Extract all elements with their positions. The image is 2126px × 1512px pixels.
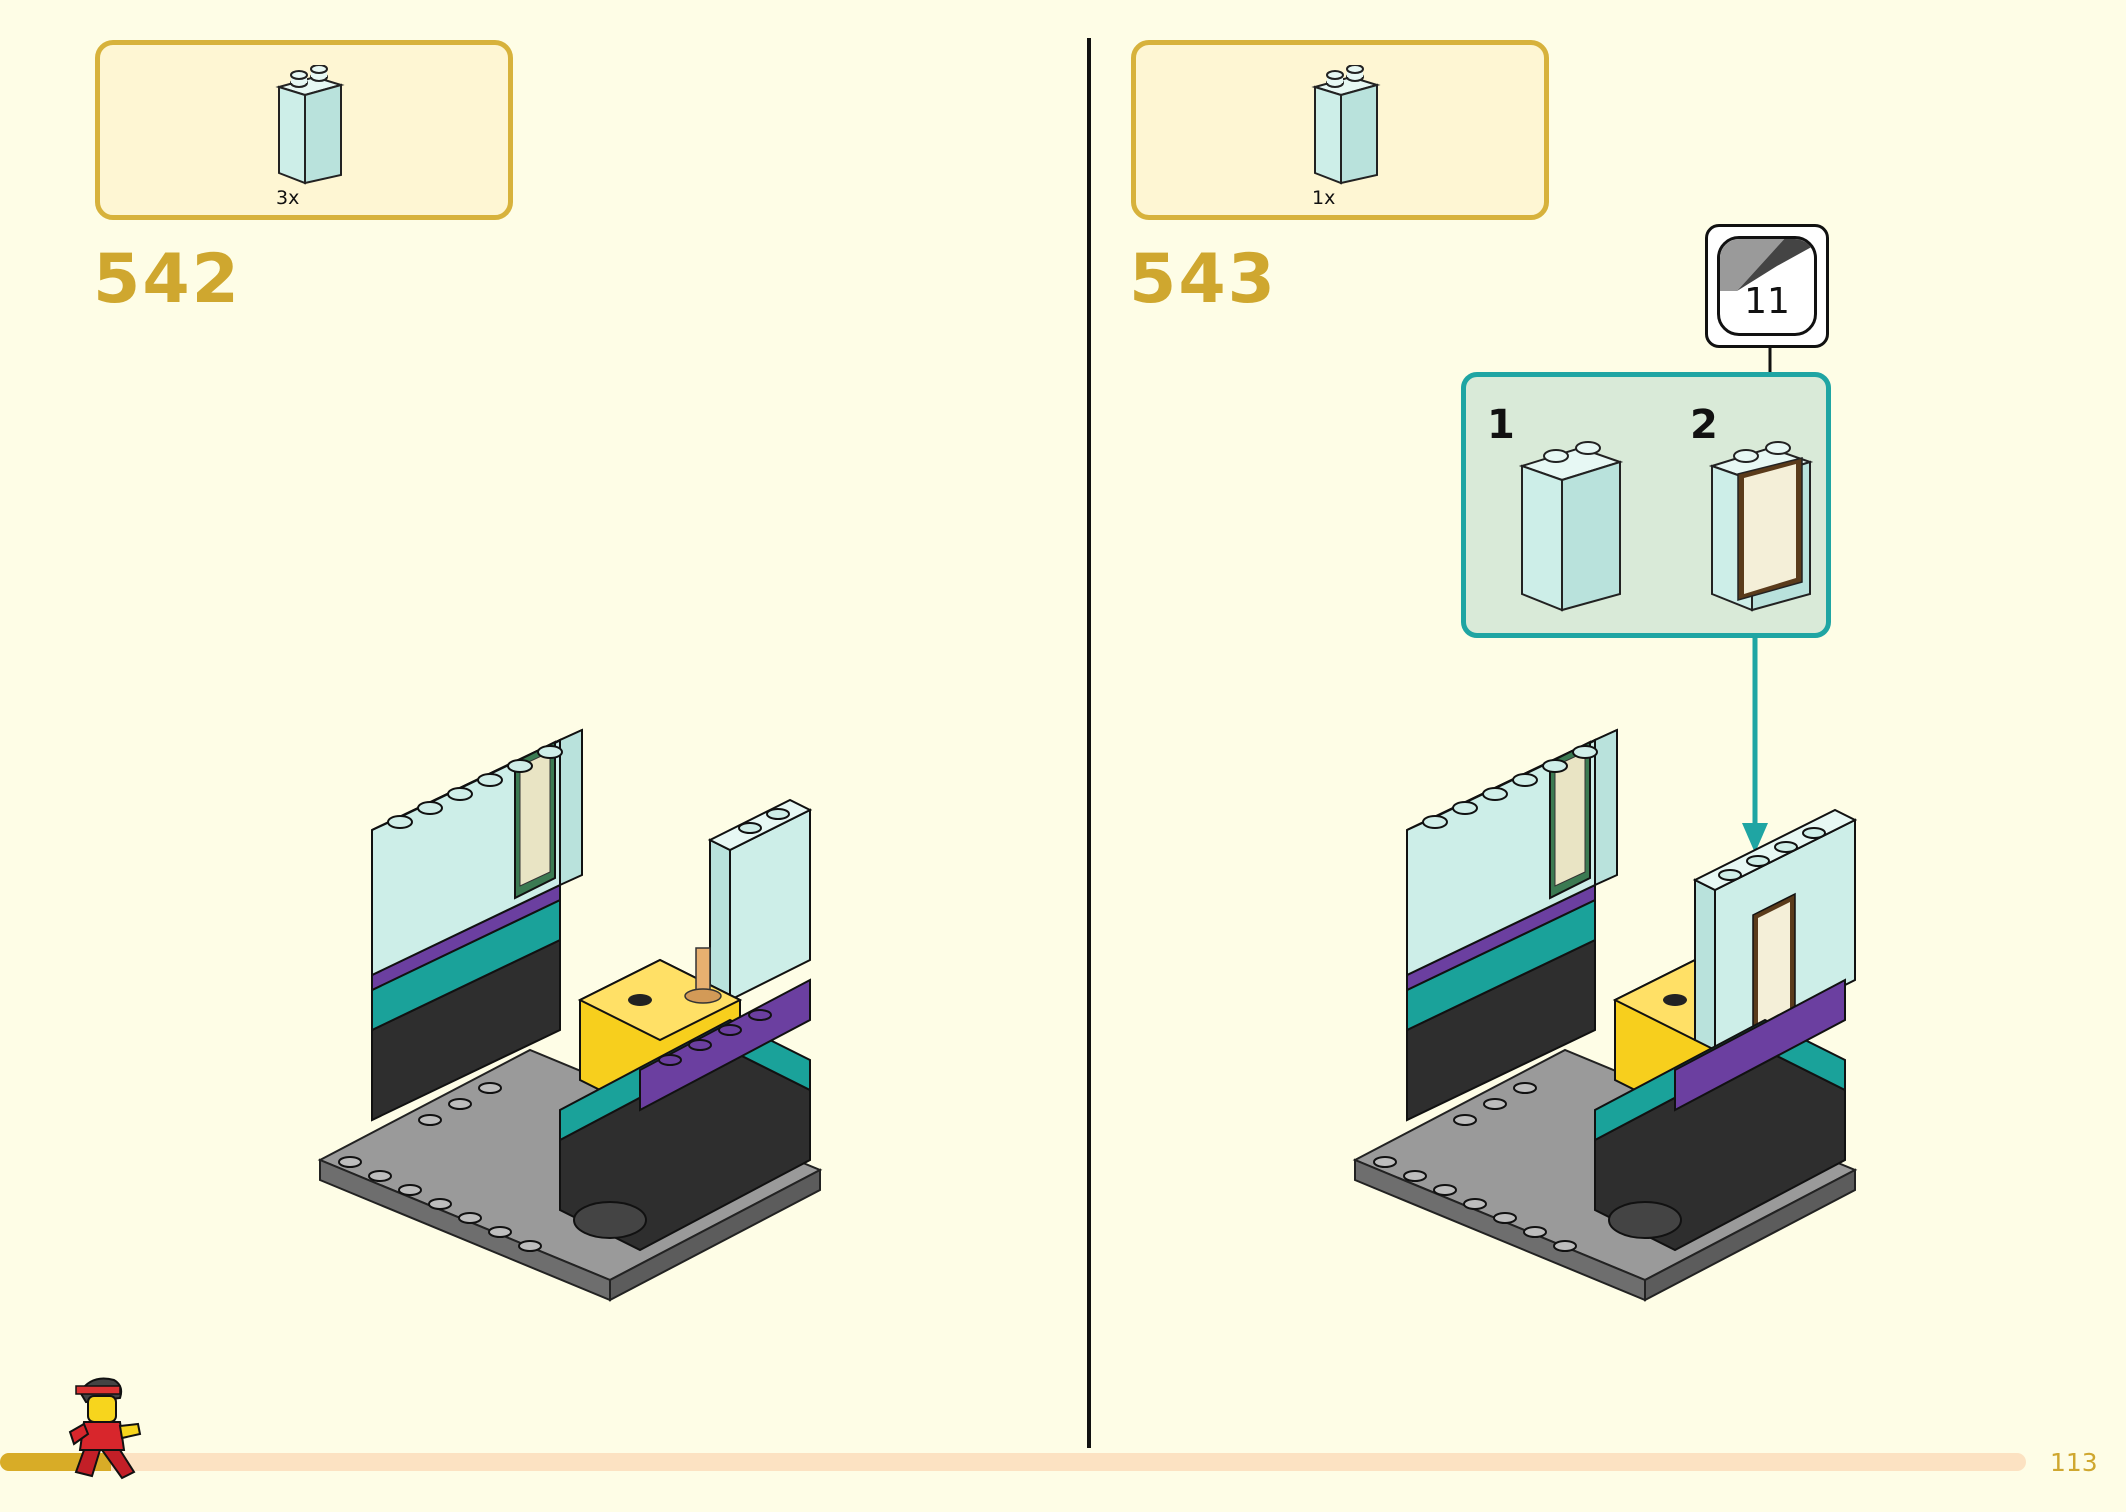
step-number-542: 542	[93, 240, 241, 319]
model-illustration-543	[1352, 728, 1858, 1302]
page-number: 113	[2050, 1448, 2098, 1477]
substep-label-1: 1	[1487, 402, 1515, 448]
running-minifigure-icon	[68, 1377, 142, 1480]
part-quantity: 1x	[1312, 187, 1336, 209]
parts-callout-542: 3x	[95, 40, 513, 220]
subassembly-box: 1 2	[1461, 372, 1831, 638]
substep-label-2: 2	[1690, 402, 1718, 448]
step-number-543: 543	[1129, 240, 1277, 319]
sticker-icon	[1717, 236, 1817, 336]
arrow-down-icon	[1742, 638, 1768, 853]
part-quantity: 3x	[276, 187, 300, 209]
brick-1x2x3-icon	[1518, 441, 1624, 612]
parts-callout-543: 1x	[1131, 40, 1549, 220]
brick-1x2x3-icon	[1311, 65, 1381, 185]
brick-1x2x3-icon	[275, 65, 345, 185]
stickered-brick-icon	[1708, 441, 1814, 612]
sticker-callout: 11	[1705, 224, 1829, 348]
page-divider	[1087, 38, 1091, 1448]
model-illustration-542	[317, 728, 823, 1302]
progress-bar	[0, 1453, 2026, 1471]
sticker-number: 11	[1744, 281, 1790, 322]
